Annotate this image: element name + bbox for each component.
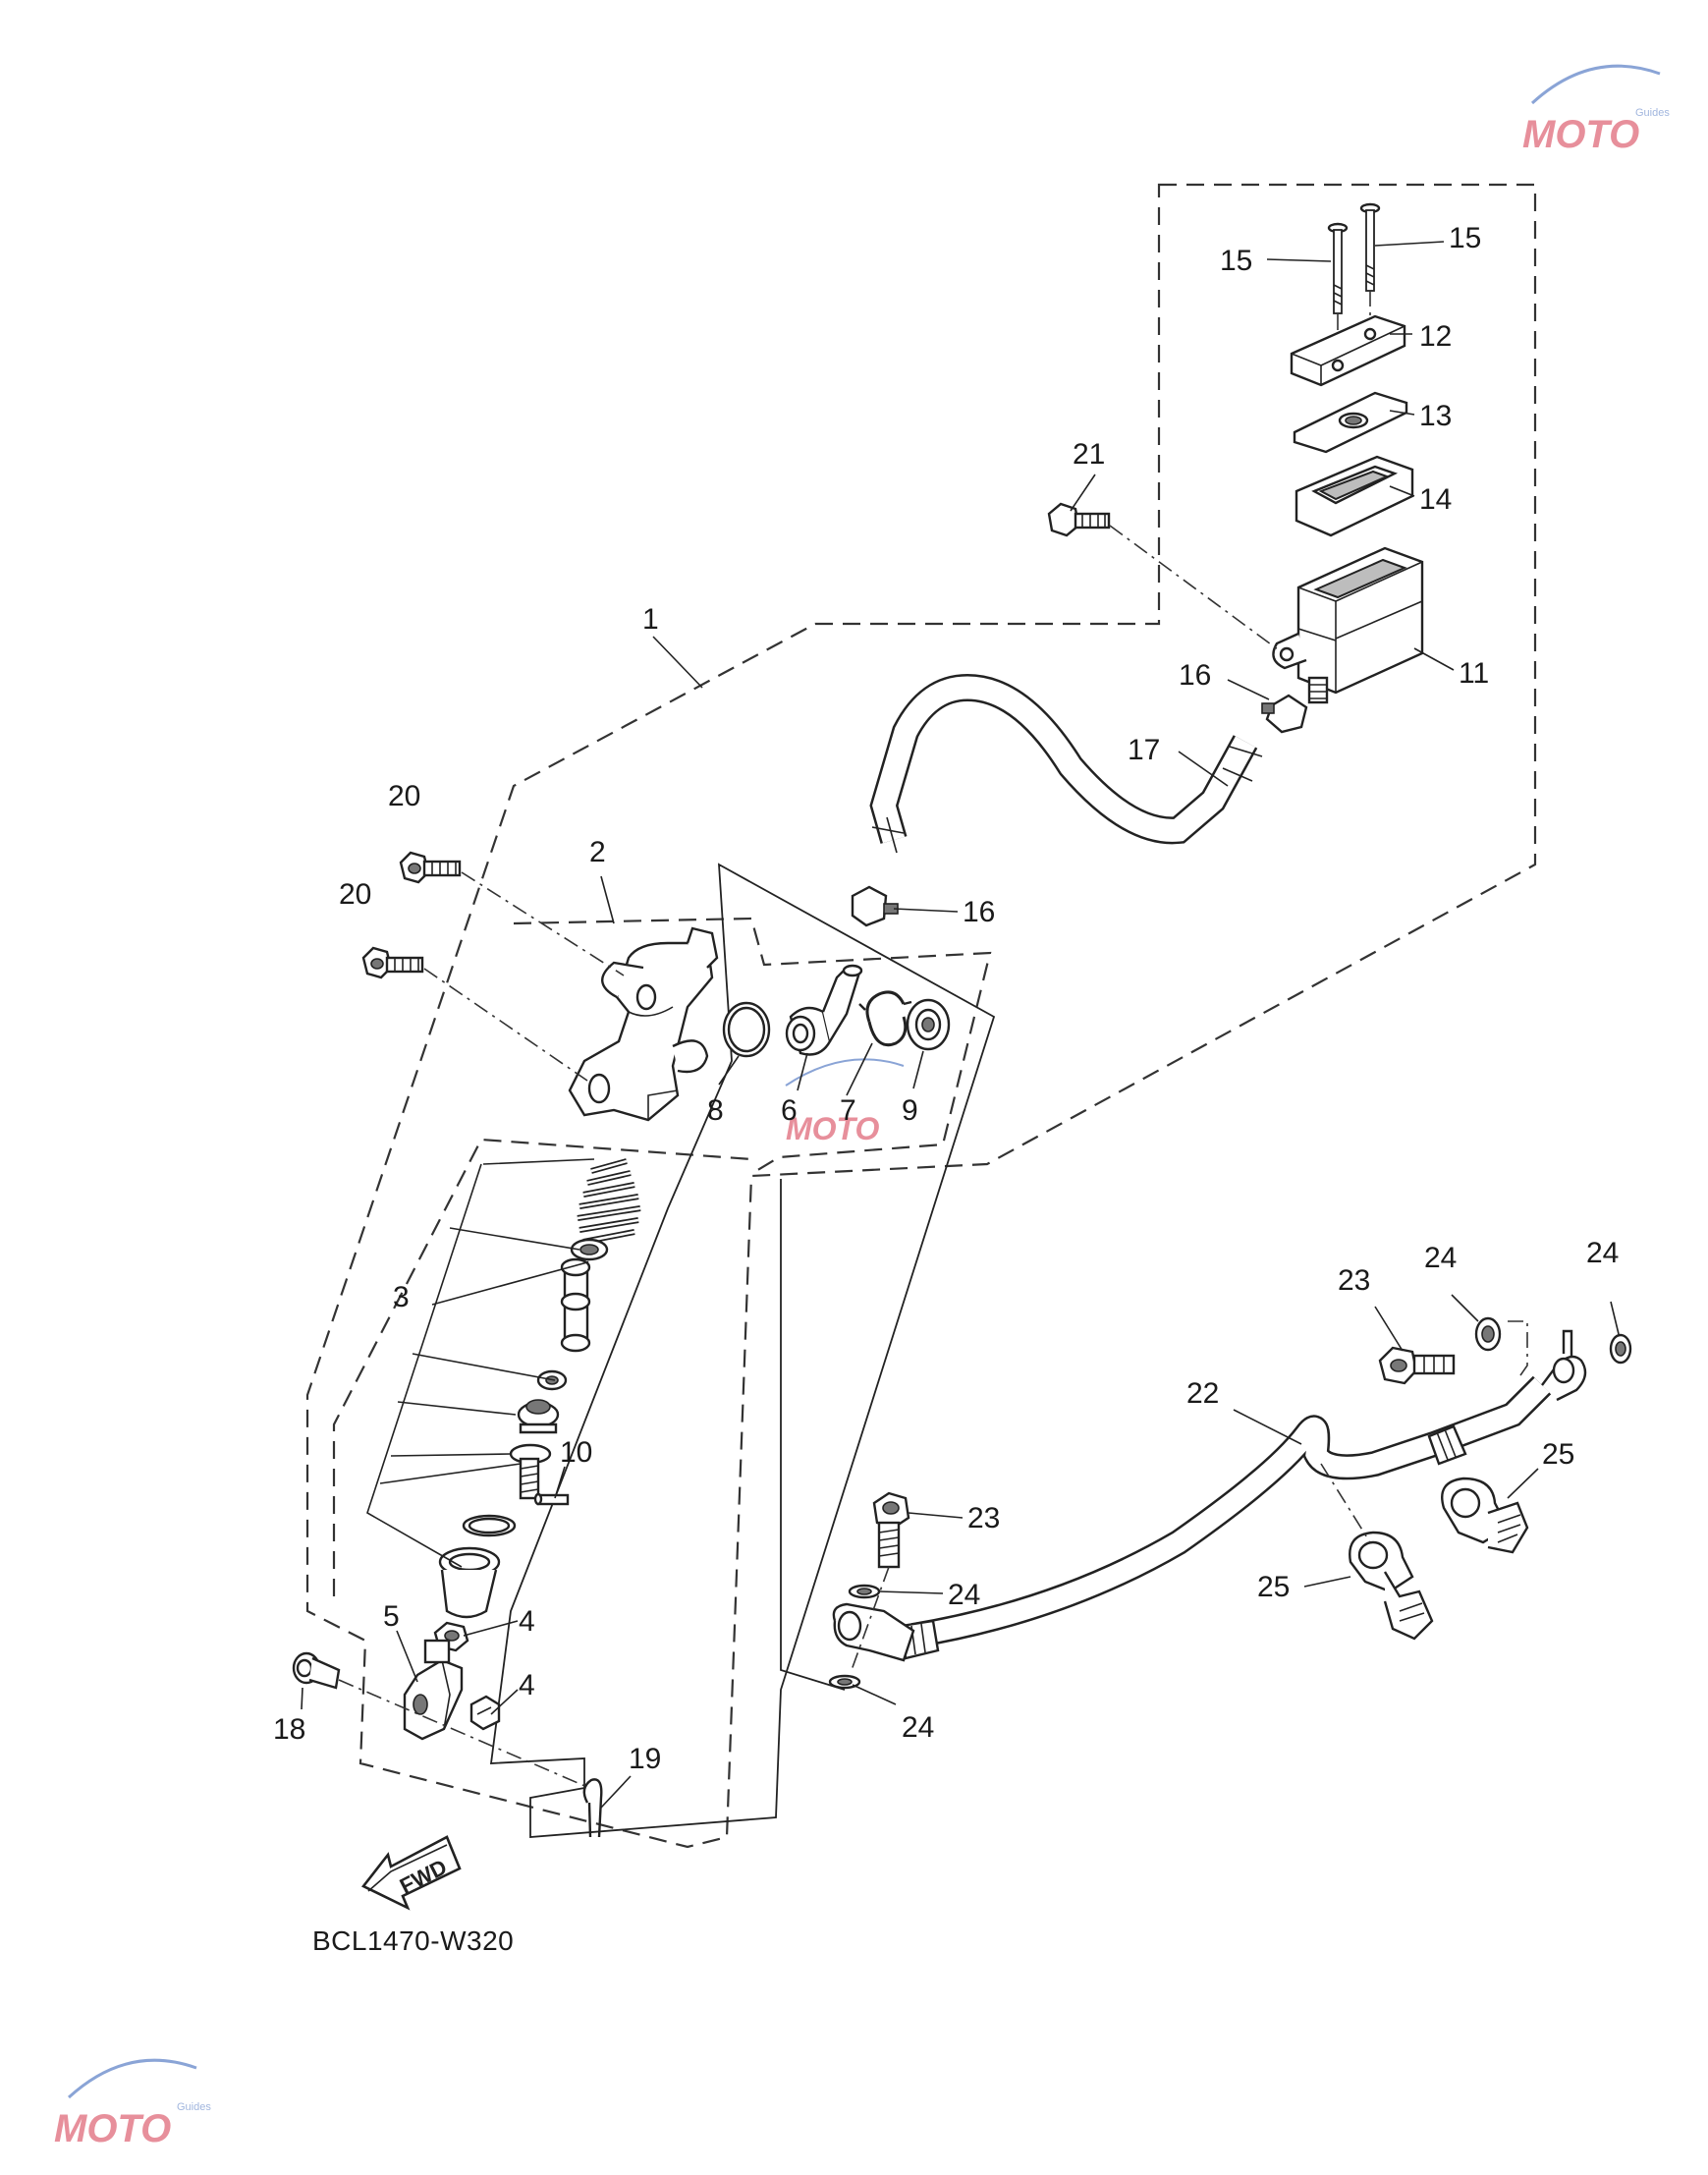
callout-23-lower: 23	[967, 1502, 1000, 1534]
washer-24-upper-a	[1474, 1316, 1502, 1352]
callout-2: 2	[589, 836, 606, 868]
callout-11: 11	[1459, 657, 1489, 690]
brake-hose-22	[832, 1329, 1587, 1662]
banjo-bolt-23-lower	[872, 1491, 910, 1569]
piston-kit-3	[366, 1158, 641, 1619]
callout-23-upper: 23	[1338, 1264, 1370, 1297]
nut-4-lower	[469, 1695, 501, 1731]
master-cylinder-body-2	[568, 926, 719, 1122]
circlip-7	[858, 990, 912, 1047]
callout-15-left: 15	[1220, 245, 1252, 277]
reservoir-cap-12	[1290, 314, 1406, 387]
callout-24-upper-b: 24	[1586, 1237, 1619, 1269]
callout-20-upper: 20	[388, 780, 420, 812]
o-ring-8	[722, 1001, 771, 1058]
push-rod	[509, 1399, 560, 1500]
callout-16-lower: 16	[963, 896, 995, 928]
washer-24-lower-a	[848, 1584, 881, 1599]
callout-5: 5	[383, 1600, 400, 1633]
callout-12: 12	[1419, 320, 1452, 353]
diagram-code: BCL1470-W320	[312, 1925, 514, 1956]
reservoir-hose-17	[869, 673, 1263, 854]
bolt-21	[1047, 502, 1111, 537]
callout-4-upper: 4	[519, 1605, 535, 1638]
reservoir-body-11	[1272, 546, 1424, 704]
callout-24-lower-a: 24	[948, 1579, 980, 1611]
washer-24-upper-b	[1609, 1333, 1632, 1365]
callout-21: 21	[1073, 438, 1105, 471]
screw-15-right	[1359, 202, 1381, 292]
callout-10: 10	[560, 1436, 592, 1469]
callout-labels: 1 2 3 4 4 5 6 7 8 9 10 11 12 13 14 15 15…	[273, 222, 1619, 1775]
callout-18: 18	[273, 1713, 305, 1746]
watermark-tag: Guides	[177, 2101, 211, 2113]
watermark-tag: Guides	[1635, 107, 1670, 119]
snap-ring	[462, 1514, 517, 1537]
pin-10	[533, 1492, 570, 1506]
hose-clip-16-lower	[851, 885, 899, 927]
watermark-brand: MOTO	[786, 1111, 880, 1146]
watermark-bottom-left: MOTO Guides	[54, 2058, 211, 2150]
washer-24-lower-b	[828, 1674, 861, 1690]
seal-9	[906, 998, 951, 1051]
hose-clamp-25-left	[1349, 1531, 1434, 1641]
callout-16-upper: 16	[1179, 659, 1211, 692]
spring	[577, 1158, 641, 1245]
hose-clamp-25-right	[1441, 1477, 1529, 1554]
callout-6: 6	[781, 1094, 798, 1127]
cotter-pin-19	[582, 1778, 603, 1838]
callout-25-left: 25	[1257, 1571, 1290, 1603]
watermark-mid: MOTO	[785, 1058, 905, 1146]
leader-lines	[301, 241, 1620, 1809]
bolt-20-upper	[399, 851, 462, 884]
callout-15-right: 15	[1449, 222, 1481, 254]
diaphragm-plate-13	[1293, 391, 1408, 454]
callout-3: 3	[393, 1281, 410, 1313]
callout-24-upper-a: 24	[1424, 1242, 1457, 1274]
callout-1: 1	[642, 603, 659, 636]
fwd-arrow: FWD	[360, 1835, 462, 1911]
callout-22: 22	[1186, 1377, 1219, 1410]
callout-8: 8	[707, 1094, 724, 1127]
callout-13: 13	[1419, 400, 1452, 432]
clevis-5	[403, 1639, 464, 1741]
callout-4-lower: 4	[519, 1669, 535, 1701]
callout-25-right: 25	[1542, 1438, 1574, 1471]
callout-24-lower-b: 24	[902, 1711, 934, 1744]
callout-19: 19	[629, 1743, 661, 1775]
callout-20-lower: 20	[339, 878, 371, 911]
callout-14: 14	[1419, 483, 1452, 516]
bolt-20-lower	[361, 946, 424, 979]
pin-18	[292, 1651, 341, 1690]
callout-9: 9	[902, 1094, 918, 1127]
diaphragm-14	[1295, 455, 1414, 537]
dust-boot	[438, 1546, 501, 1619]
screw-15-left	[1327, 222, 1349, 314]
banjo-bolt-23-upper	[1378, 1346, 1456, 1385]
hose-clip-16-upper	[1261, 694, 1308, 734]
inlet-joint-6	[785, 964, 863, 1056]
callout-17: 17	[1128, 734, 1160, 766]
watermark-brand: MOTO	[54, 2107, 171, 2150]
callout-7: 7	[840, 1094, 856, 1127]
primary-cup	[570, 1238, 609, 1261]
watermark-top-right: MOTO Guides	[1522, 64, 1670, 156]
watermark-brand: MOTO	[1522, 113, 1639, 156]
reservoir-stack	[1047, 202, 1424, 704]
piston	[560, 1257, 591, 1353]
